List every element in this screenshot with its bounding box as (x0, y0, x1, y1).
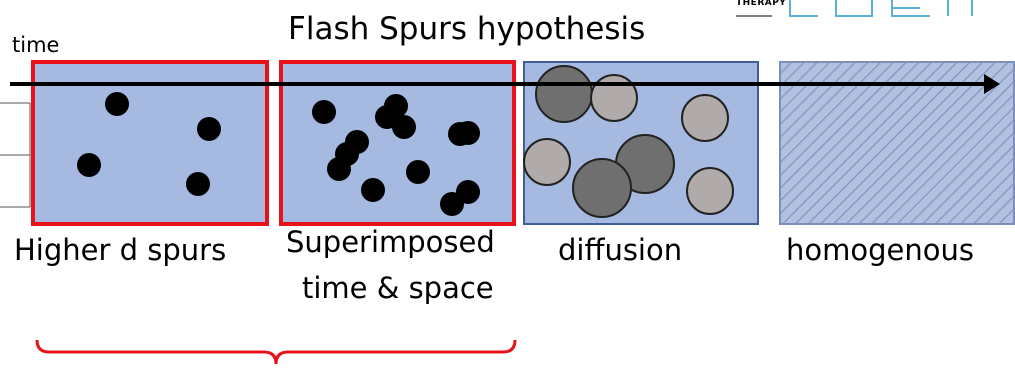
logo (736, 0, 973, 17)
diffused-spur (523, 138, 571, 186)
spur-dot (361, 178, 385, 202)
spur-dot (312, 100, 336, 124)
panel-label-homogenous: homogenous (786, 233, 974, 267)
panel-diffusion (523, 61, 759, 225)
spur-dot (327, 157, 351, 181)
diagram-title: Flash Spurs hypothesis (288, 11, 646, 47)
panel-label-superimposed-line1: Superimposed (286, 225, 495, 259)
logo-letter-shape (789, 0, 818, 17)
panel-label-superimposed-line2: time & space (302, 271, 494, 305)
spur-dot (440, 192, 464, 216)
logo-text: THERAPY (736, 0, 787, 8)
diffused-spur (681, 94, 729, 142)
time-axis-label: time (12, 33, 60, 57)
time-arrow-head (984, 74, 1000, 94)
diffused-spur (590, 74, 638, 122)
spur-dots (312, 94, 480, 216)
spur-dots (77, 92, 221, 196)
panel-box (31, 60, 269, 226)
logo-letter-shape (947, 0, 973, 16)
panel-homogenous (779, 61, 1015, 225)
panel-superimposed (279, 60, 516, 226)
spur-dot (77, 153, 101, 177)
panel-box (279, 60, 516, 226)
time-arrow (10, 74, 1000, 94)
panel-box (779, 61, 1015, 225)
spur-dot (406, 160, 430, 184)
logo-letter-shape (891, 0, 930, 17)
panel-label-diffusion: diffusion (558, 233, 683, 267)
panel-label-higher-d-spurs: Higher d spurs (14, 233, 227, 267)
diffused-spur (535, 65, 593, 123)
spur-dot (456, 121, 480, 145)
grouping-brace (35, 339, 517, 365)
diffused-spur (572, 158, 632, 218)
left-edge-box (0, 102, 31, 208)
diffused-spur (686, 167, 734, 215)
spur-dot (105, 92, 129, 116)
diffused-spurs (523, 65, 734, 218)
spur-dot (197, 117, 221, 141)
logo-letter-shape (835, 0, 873, 17)
panel-higher-d-spurs (31, 60, 269, 226)
spur-dot (392, 115, 416, 139)
spur-dot (186, 172, 210, 196)
